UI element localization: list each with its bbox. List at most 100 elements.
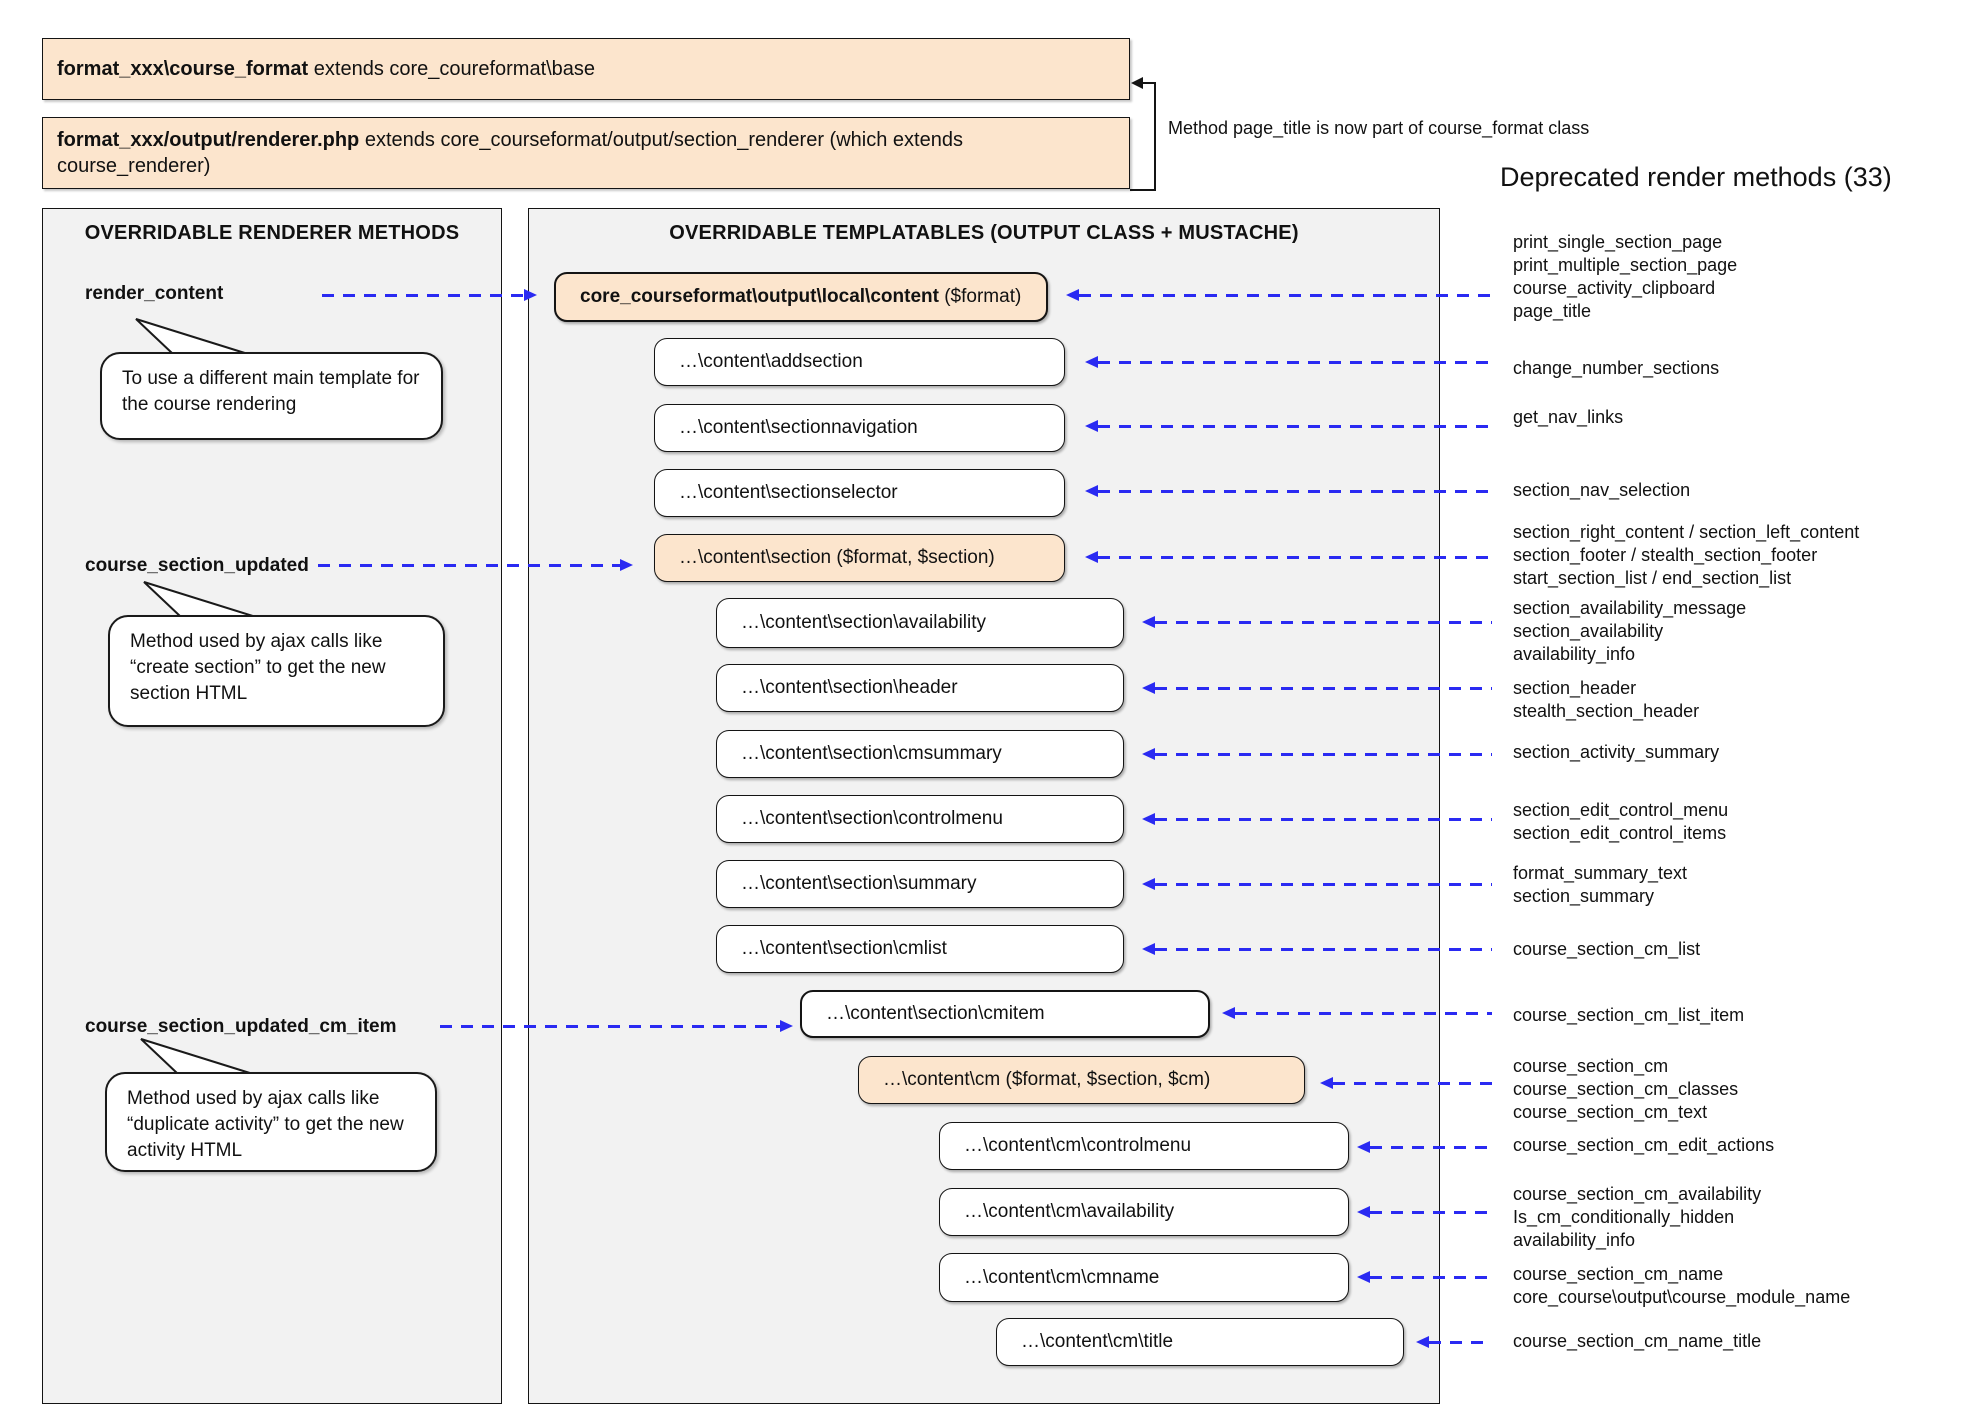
arrowhead-icon [1357,1141,1370,1153]
dashed-arrow [318,564,620,567]
deprecated-method: change_number_sections [1513,358,1720,378]
templatable-box-cm-cmname: …\content\cm\cmname [939,1253,1349,1302]
templatable-box-label: …\content\cm\controlmenu [964,1135,1192,1156]
dashed-arrow [1155,621,1492,624]
deprecated-method: section_availability [1513,621,1664,641]
deprecated-group: format_summary_text section_summary [1513,862,1687,908]
renderer-definition-text: format_xxx/output/renderer.php extends c… [57,129,963,177]
bracket-top-line [1141,82,1156,84]
deprecated-group: course_section_cm_name_title [1513,1330,1761,1353]
deprecated-method: course_section_cm_edit_actions [1513,1135,1775,1155]
deprecated-group: course_section_cm_name core_course\outpu… [1513,1263,1850,1309]
deprecated-group: print_single_section_page print_multiple… [1513,231,1737,323]
arrowhead-icon [1357,1206,1370,1218]
templatable-box-section: …\content\section ($format, $section) [654,534,1065,582]
templatable-box-label: …\content\section\summary [741,873,977,894]
dashed-arrow [440,1025,780,1028]
arrowhead-icon [1085,485,1098,497]
templatable-box-cm-availability: …\content\cm\availability [939,1188,1349,1236]
dashed-arrow [1370,1146,1492,1149]
templatable-box-section-controlmenu: …\content\section\controlmenu [716,795,1124,843]
bracket-note: Method page_title is now part of course_… [1168,118,1590,138]
templatable-box-sectionnavigation: …\content\sectionnavigation [654,404,1065,452]
templatable-box-label: …\content\sectionnavigation [679,417,918,438]
deprecated-group: course_section_cm_list [1513,938,1700,961]
bracket-bottom-line [1130,189,1156,191]
deprecated-method: section_edit_control_items [1513,823,1727,843]
deprecated-group: course_section_cm_list_item [1513,1004,1744,1027]
templatable-box-label: …\content\cm\cmname [964,1266,1160,1288]
dashed-arrow [1370,1276,1492,1279]
templatable-box-section-cmitem: …\content\section\cmitem [800,990,1210,1038]
dashed-arrow [1098,556,1492,559]
deprecated-method: start_section_list / end_section_list [1513,568,1792,588]
arrowhead-icon [1142,682,1155,694]
class-definition-text: format_xxx\course_format extends core_co… [57,58,596,80]
templatable-box-label: …\content\sectionselector [679,482,898,503]
deprecated-method: print_multiple_section_page [1513,255,1738,275]
deprecated-group: course_section_cm_edit_actions [1513,1134,1774,1157]
deprecated-group: section_activity_summary [1513,741,1719,764]
dashed-arrow [1079,294,1492,297]
arrowhead-icon [780,1020,793,1032]
templatable-box-label: …\content\section\cmitem [826,1003,1045,1024]
deprecated-method: section_activity_summary [1513,742,1720,762]
deprecated-method: course_section_cm [1513,1056,1669,1076]
callout-tail-icon [135,318,249,355]
deprecated-group: section_nav_selection [1513,479,1690,502]
deprecated-group: section_header stealth_section_header [1513,677,1699,723]
templatable-box-cm-controlmenu: …\content\cm\controlmenu [939,1122,1349,1170]
templatable-box-section-header: …\content\section\header [716,664,1124,712]
method-label-course-section-updated: course_section_updated [85,555,309,576]
templatable-box-label: …\content\cm\availability [964,1201,1175,1222]
templatable-box-label: …\content\section\cmlist [741,938,947,959]
deprecated-method: get_nav_links [1513,407,1624,427]
deprecated-method: section_availability_message [1513,598,1747,618]
templatable-box-cm: …\content\cm ($format, $section, $cm) [858,1056,1305,1104]
deprecated-method: section_nav_selection [1513,480,1691,500]
deprecated-method: course_section_cm_name_title [1513,1331,1762,1351]
deprecated-method: course_section_cm_text [1513,1102,1708,1122]
arrowhead-icon [1320,1077,1333,1089]
arrowhead-icon [1142,813,1155,825]
templatable-box-label: …\content\section\controlmenu [741,808,1003,829]
deprecated-method: course_section_cm_list [1513,939,1701,959]
templatable-box-cm-title: …\content\cm\title [996,1318,1404,1366]
deprecated-method: section_footer / stealth_section_footer [1513,545,1818,565]
bracket-vertical-line [1154,82,1156,191]
deprecated-method: stealth_section_header [1513,701,1700,721]
dashed-arrow [1235,1012,1492,1015]
templatable-box-label: …\content\cm\title [1021,1331,1174,1352]
arrowhead-icon [1085,420,1098,432]
renderer-definition-box: format_xxx/output/renderer.php extends c… [42,117,1130,189]
deprecated-title: Deprecated render methods (33) [1500,162,1892,192]
templatable-box-label: …\content\cm ($format, $section, $cm) [883,1069,1211,1090]
templatable-box-sectionselector: …\content\sectionselector [654,469,1065,517]
dashed-arrow [1098,361,1492,364]
deprecated-group: section_edit_control_menu section_edit_c… [1513,799,1728,845]
deprecated-method: section_summary [1513,886,1655,906]
dashed-arrow [1155,818,1492,821]
dashed-arrow [1333,1082,1492,1085]
templatable-box-section-cmsummary: …\content\section\cmsummary [716,730,1124,778]
callout-render-content: To use a different main template for the… [100,352,443,440]
deprecated-group: course_section_cm_availability Is_cm_con… [1513,1183,1761,1252]
deprecated-group: section_availability_message section_ava… [1513,597,1746,666]
callout-course-section-updated-cm-item: Method used by ajax calls like “duplicat… [105,1072,437,1172]
dashed-arrow [1155,883,1492,886]
deprecated-method: Is_cm_conditionally_hidden [1513,1207,1735,1227]
templatable-box-label: …\content\section ($format, $section) [679,547,995,568]
deprecated-method: section_header [1513,678,1637,698]
dashed-arrow [1098,490,1492,493]
deprecated-method: section_edit_control_menu [1513,800,1729,820]
arrowhead-icon [1416,1336,1429,1348]
arrowhead-icon [1222,1007,1235,1019]
dashed-arrow [1098,425,1492,428]
callout-tail-icon [140,1038,254,1075]
callout-tail-icon [143,581,257,618]
arrowhead-icon [524,289,537,301]
deprecated-method: availability_info [1513,644,1636,664]
arrowhead-icon [620,559,633,571]
arrowhead-icon [1142,878,1155,890]
